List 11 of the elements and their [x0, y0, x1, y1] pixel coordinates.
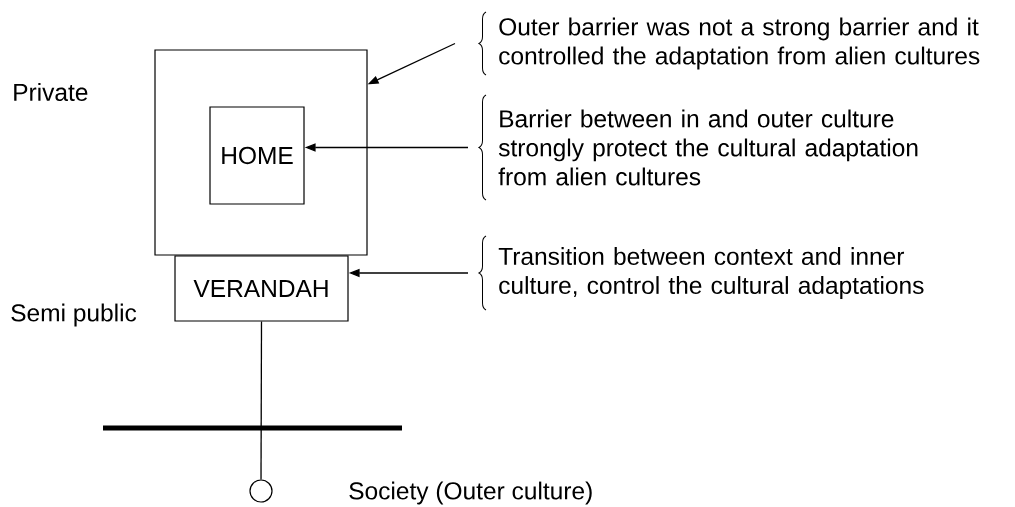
- connector-line: [260, 320, 263, 481]
- circle: [249, 479, 273, 503]
- zone-label: Private: [14, 83, 88, 101]
- note-text: Outer barrier was not a strong barrier and it controlled the adaptation from alien cultures: [499, 17, 980, 70]
- note-text: Transition between context and inner culture, control the cultural adaptations: [498, 247, 924, 299]
- room-box: VERANDAH: [174, 255, 349, 322]
- room-box: HOME: [209, 106, 305, 205]
- zone-label: Society (Outer culture): [349, 481, 592, 505]
- wall-box: [154, 49, 368, 256]
- note-text: Barrier between in and outer culture strongly protect the cultural adaptation from alien cultures: [498, 109, 918, 186]
- zone-label: Semi public: [11, 303, 137, 327]
